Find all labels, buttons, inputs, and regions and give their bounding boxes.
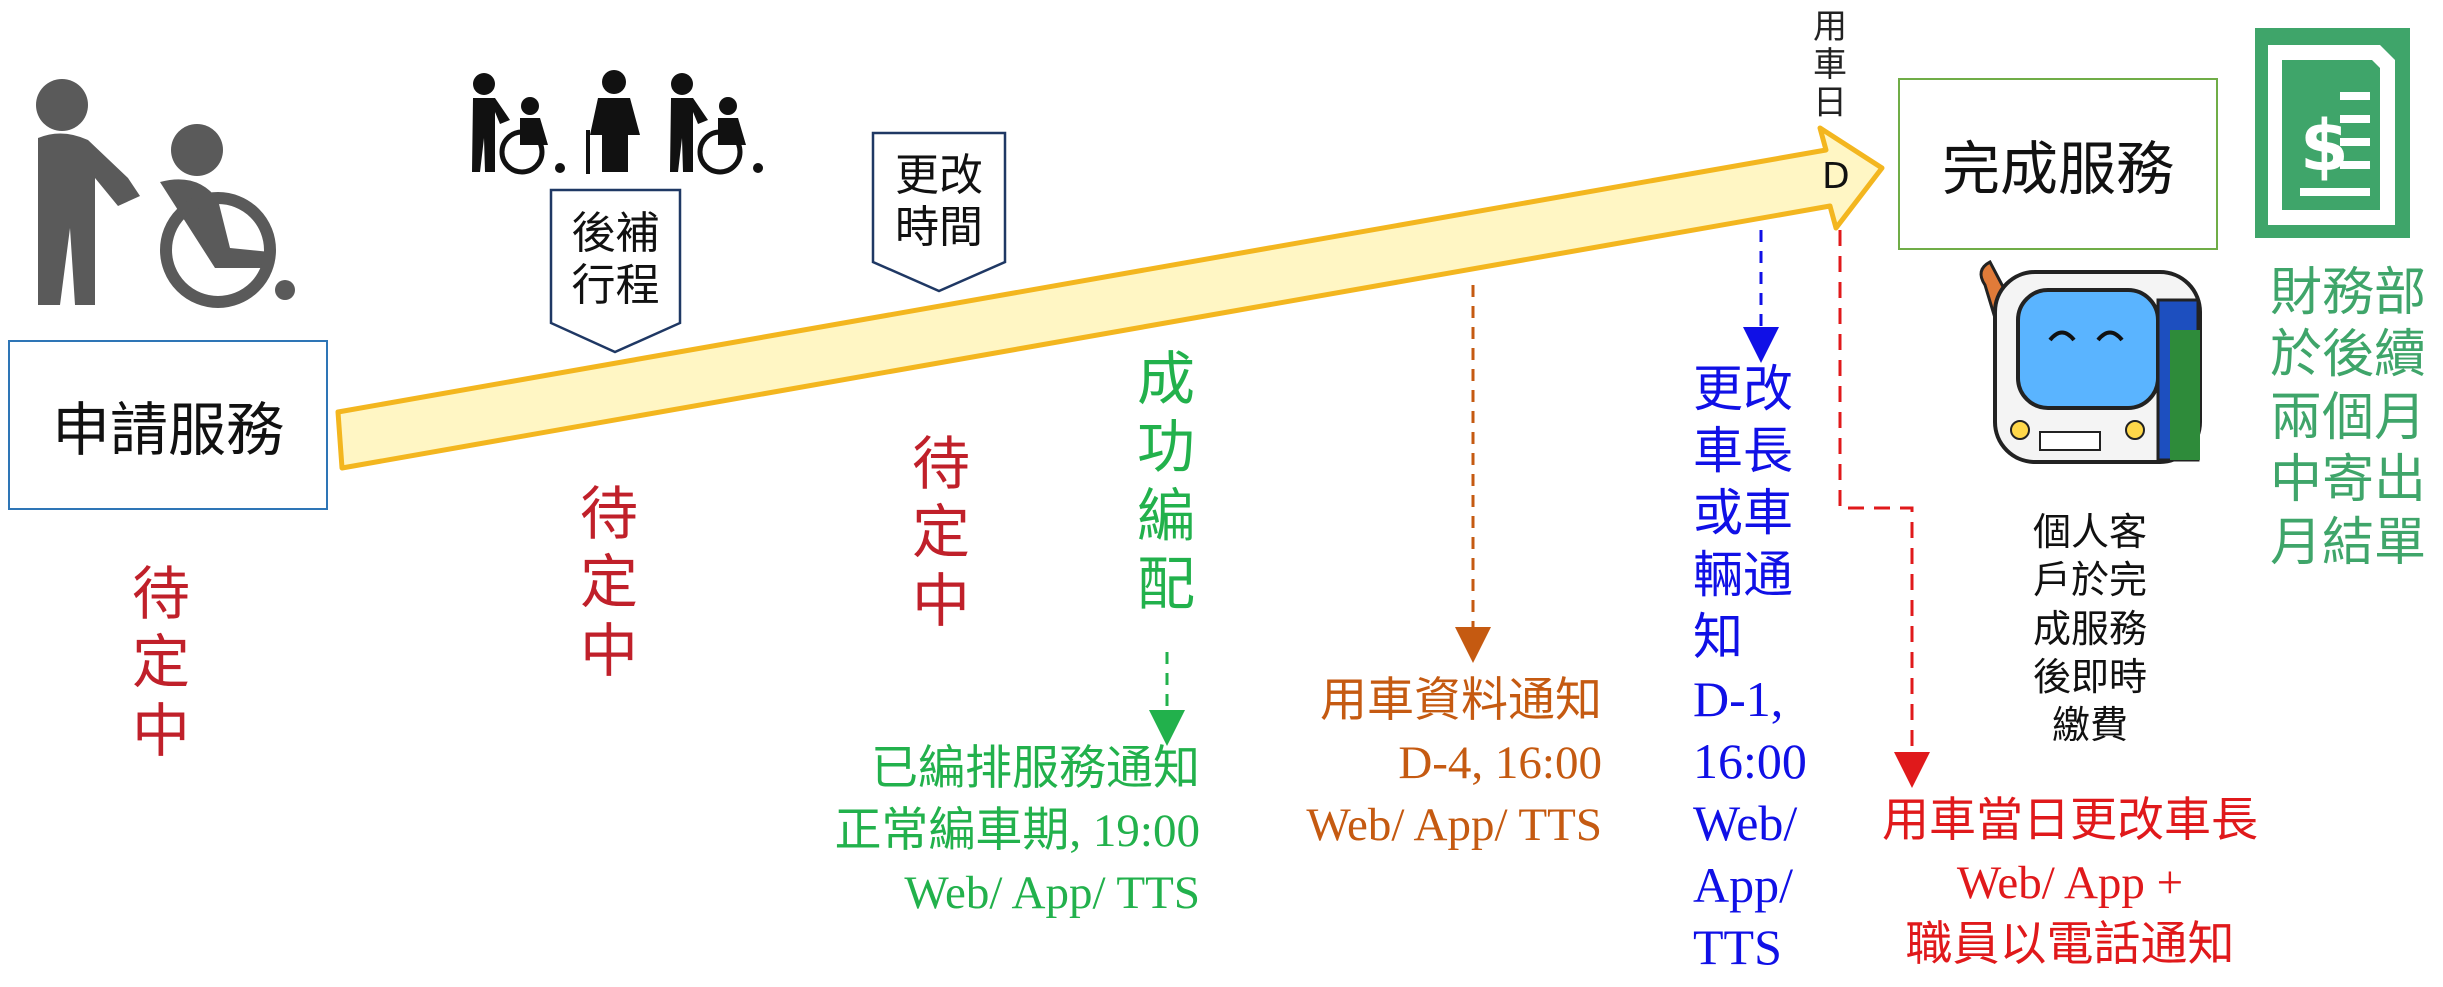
pending-status-3: 待 定 中 bbox=[912, 430, 971, 635]
timeline-arrow bbox=[335, 125, 1885, 471]
change-driver-notice-title: 更改 車長 或車 輛通 知 bbox=[1693, 361, 1793, 665]
use-day-label: 用 車 日 bbox=[1813, 7, 1847, 124]
waitlist-flag bbox=[549, 188, 682, 354]
same-day-notice-method: 職員以電話通知 bbox=[1905, 919, 2235, 972]
same-day-notice-channels: Web/ App + bbox=[1956, 857, 2184, 910]
day-marker: D bbox=[1822, 156, 1850, 197]
vehicle-info-notice-channels: Web/ App/ TTS bbox=[1306, 799, 1602, 852]
vehicle-info-notice: 用車資料通知 D-4, 16:00 Web/ App/ TTS bbox=[1240, 670, 1602, 856]
complete-service-node: 完成服務 bbox=[1898, 78, 2218, 250]
pending-status-1: 待 定 中 bbox=[132, 560, 191, 765]
pending-status-2: 待 定 中 bbox=[580, 480, 639, 685]
vehicle-info-notice-title: 用車資料通知 bbox=[1320, 675, 1602, 727]
scheduled-notice-channels: Web/ App/ TTS bbox=[904, 867, 1200, 920]
change-driver-notice-channels: Web/ App/ TTS bbox=[1693, 795, 1798, 975]
caregiver-wheelchair-icon bbox=[36, 79, 295, 308]
change-driver-notice: 更改 車長 或車 輛通 知 D-1, 16:00 Web/ App/ TTS bbox=[1693, 358, 1823, 978]
scheduled-notice: 已編排服務通知 正常編車期, 19:00 Web/ App/ TTS bbox=[700, 738, 1200, 924]
scheduled-notice-title: 已編排服務通知 bbox=[871, 743, 1200, 795]
apply-service-label: 申請服務 bbox=[51, 396, 284, 464]
waitlist-flag-label: 後補 行程 bbox=[571, 208, 660, 311]
apply-service-node: 申請服務 bbox=[8, 340, 328, 510]
rehabus-vehicle-icon bbox=[1979, 259, 2202, 464]
finance-billing-note: 財務部 於後續 兩個月 中寄出 月結單 bbox=[2269, 263, 2426, 573]
change-time-flag-label: 更改 時間 bbox=[895, 150, 983, 253]
same-day-connector bbox=[1838, 230, 1930, 788]
change-time-flag bbox=[871, 131, 1007, 293]
same-day-notice: 用車當日更改車長 Web/ App + 職員以電話通知 bbox=[1840, 790, 2300, 976]
change-driver-notice-time: D-1, 16:00 bbox=[1693, 671, 1807, 789]
same-day-notice-title: 用車當日更改車長 bbox=[1882, 795, 2258, 847]
success-status: 成 功 編 配 bbox=[1137, 345, 1196, 619]
complete-service-label: 完成服務 bbox=[1941, 135, 2174, 203]
personal-payment-note: 個人客 戶於完 成服務 後即時 繳費 bbox=[2032, 510, 2147, 747]
invoice-dollar-icon: $ bbox=[2255, 28, 2410, 238]
scheduled-notice-time: 正常編車期, 19:00 bbox=[834, 805, 1200, 858]
vehicle-info-notice-time: D-4, 16:00 bbox=[1398, 737, 1602, 790]
wheelchair-elderly-group-icon bbox=[472, 70, 763, 175]
